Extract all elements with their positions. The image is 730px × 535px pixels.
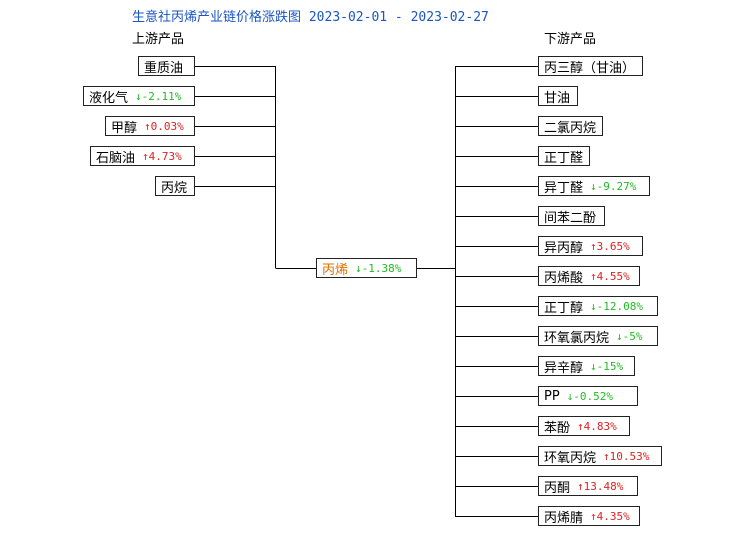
up-arrow-icon: ↑ bbox=[142, 149, 149, 163]
center-node-change: ↓-1.38% bbox=[355, 262, 401, 275]
downstream-change-value: 13.48% bbox=[583, 479, 624, 493]
downstream-node[interactable]: 正丁醛 bbox=[538, 146, 590, 166]
downstream-node[interactable]: 丙烯腈 ↑4.35% bbox=[538, 506, 640, 526]
downstream-node-change: ↓-12.08% bbox=[590, 300, 643, 313]
down-arrow-icon: ↓ bbox=[355, 261, 362, 275]
upstream-node[interactable]: 重质油 bbox=[138, 56, 195, 76]
upstream-node-change: ↑0.03% bbox=[144, 120, 184, 133]
downstream-node[interactable]: 丙酮 ↑13.48% bbox=[538, 476, 638, 496]
downstream-node[interactable]: 甘油 bbox=[538, 86, 578, 106]
center-change-value: -1.38% bbox=[361, 261, 402, 275]
downstream-change-value: -9.27% bbox=[596, 179, 637, 193]
downstream-node[interactable]: PP ↓-0.52% bbox=[538, 386, 638, 406]
up-arrow-icon: ↑ bbox=[577, 479, 584, 493]
downstream-node-change: ↑4.55% bbox=[590, 270, 630, 283]
downstream-node-label: 环氧氯丙烷 bbox=[544, 330, 610, 346]
down-arrow-icon: ↓ bbox=[135, 89, 142, 103]
downstream-node-change: ↑10.53% bbox=[603, 450, 649, 463]
down-arrow-icon: ↓ bbox=[616, 329, 623, 343]
upstream-node-label: 液化气 bbox=[89, 90, 129, 106]
downstream-change-value: 4.55% bbox=[596, 269, 630, 283]
center-node-label: 丙烯 bbox=[322, 262, 349, 278]
downstream-node-label: 异丙醇 bbox=[544, 240, 584, 256]
downstream-node-label: 异辛醇 bbox=[544, 360, 584, 376]
downstream-node[interactable]: 丙烯酸 ↑4.55% bbox=[538, 266, 640, 286]
downstream-node[interactable]: 二氯丙烷 bbox=[538, 116, 603, 136]
chart-title: 生意社丙烯产业链价格涨跌图 2023-02-01 - 2023-02-27 bbox=[132, 6, 489, 25]
downstream-node[interactable]: 异丙醇 ↑3.65% bbox=[538, 236, 643, 256]
downstream-node-label: 异丁醛 bbox=[544, 180, 584, 196]
downstream-node-label: 环氧丙烷 bbox=[544, 450, 597, 466]
chart-title-name: 生意社丙烯产业链价格涨跌图 bbox=[132, 10, 302, 25]
up-arrow-icon: ↑ bbox=[144, 119, 151, 133]
downstream-node-label: 丙酮 bbox=[544, 480, 571, 496]
downstream-node-label: 正丁醇 bbox=[544, 300, 584, 316]
downstream-change-value: 3.65% bbox=[596, 239, 630, 253]
downstream-node-label: 甘油 bbox=[544, 90, 571, 106]
downstream-node-label: 正丁醛 bbox=[544, 150, 584, 166]
downstream-node-label: 间苯二酚 bbox=[544, 210, 597, 226]
downstream-node[interactable]: 异辛醇 ↓-15% bbox=[538, 356, 635, 376]
downstream-node-change: ↑4.35% bbox=[590, 510, 630, 523]
downstream-node-change: ↑4.83% bbox=[577, 420, 617, 433]
downstream-node-label: 丙烯腈 bbox=[544, 510, 584, 526]
downstream-node-label: 二氯丙烷 bbox=[544, 120, 597, 136]
upstream-node[interactable]: 液化气 ↓-2.11% bbox=[83, 86, 195, 106]
downstream-node-change: ↑13.48% bbox=[577, 480, 623, 493]
downstream-change-value: -5% bbox=[622, 329, 643, 343]
downstream-node-change: ↓-5% bbox=[616, 330, 643, 343]
upstream-node-label: 甲醇 bbox=[111, 120, 138, 136]
up-arrow-icon: ↑ bbox=[577, 419, 584, 433]
up-arrow-icon: ↑ bbox=[603, 449, 610, 463]
upstream-node-label: 重质油 bbox=[144, 60, 184, 76]
upstream-node-change: ↓-2.11% bbox=[135, 90, 181, 103]
downstream-change-value: 4.35% bbox=[596, 509, 630, 523]
upstream-node[interactable]: 丙烷 bbox=[155, 176, 195, 196]
up-arrow-icon: ↑ bbox=[590, 509, 597, 523]
downstream-node-change: ↓-0.52% bbox=[567, 390, 613, 403]
downstream-node-label: 丙烯酸 bbox=[544, 270, 584, 286]
upstream-node[interactable]: 石脑油 ↑4.73% bbox=[90, 146, 195, 166]
upstream-node-label: 石脑油 bbox=[96, 150, 136, 166]
up-arrow-icon: ↑ bbox=[590, 239, 597, 253]
downstream-node-change: ↑3.65% bbox=[590, 240, 630, 253]
downstream-change-value: 10.53% bbox=[609, 449, 650, 463]
downstream-node[interactable]: 苯酚 ↑4.83% bbox=[538, 416, 630, 436]
upstream-change-value: 0.03% bbox=[150, 119, 184, 133]
downstream-node[interactable]: 环氧丙烷 ↑10.53% bbox=[538, 446, 662, 466]
down-arrow-icon: ↓ bbox=[590, 359, 597, 373]
down-arrow-icon: ↓ bbox=[590, 299, 597, 313]
upstream-header: 上游产品 bbox=[132, 32, 185, 47]
upstream-node-change: ↑4.73% bbox=[142, 150, 182, 163]
down-arrow-icon: ↓ bbox=[590, 179, 597, 193]
downstream-change-value: -12.08% bbox=[596, 299, 643, 313]
downstream-node-label: 丙三醇（甘油） bbox=[544, 60, 636, 76]
downstream-node[interactable]: 异丁醛 ↓-9.27% bbox=[538, 176, 650, 196]
downstream-node[interactable]: 环氧氯丙烷 ↓-5% bbox=[538, 326, 658, 346]
down-arrow-icon: ↓ bbox=[566, 389, 574, 403]
upstream-node[interactable]: 甲醇 ↑0.03% bbox=[105, 116, 195, 136]
downstream-node-label: PP bbox=[544, 388, 560, 404]
downstream-node[interactable]: 间苯二酚 bbox=[538, 206, 605, 226]
downstream-node-change: ↓-15% bbox=[590, 360, 623, 373]
downstream-change-value: -15% bbox=[596, 359, 624, 373]
downstream-header: 下游产品 bbox=[544, 32, 597, 47]
upstream-change-value: -2.11% bbox=[141, 89, 182, 103]
downstream-change-value: -0.52% bbox=[573, 389, 614, 403]
downstream-node-change: ↓-9.27% bbox=[590, 180, 636, 193]
downstream-node[interactable]: 丙三醇（甘油） bbox=[538, 56, 643, 76]
upstream-node-label: 丙烷 bbox=[161, 180, 188, 196]
downstream-change-value: 4.83% bbox=[583, 419, 617, 433]
downstream-node-label: 苯酚 bbox=[544, 420, 571, 436]
downstream-node[interactable]: 正丁醇 ↓-12.08% bbox=[538, 296, 658, 316]
upstream-change-value: 4.73% bbox=[148, 149, 182, 163]
up-arrow-icon: ↑ bbox=[590, 269, 597, 283]
center-node-propylene[interactable]: 丙烯 ↓-1.38% bbox=[316, 258, 417, 278]
chart-title-date-range: 2023-02-01 - 2023-02-27 bbox=[308, 10, 489, 25]
